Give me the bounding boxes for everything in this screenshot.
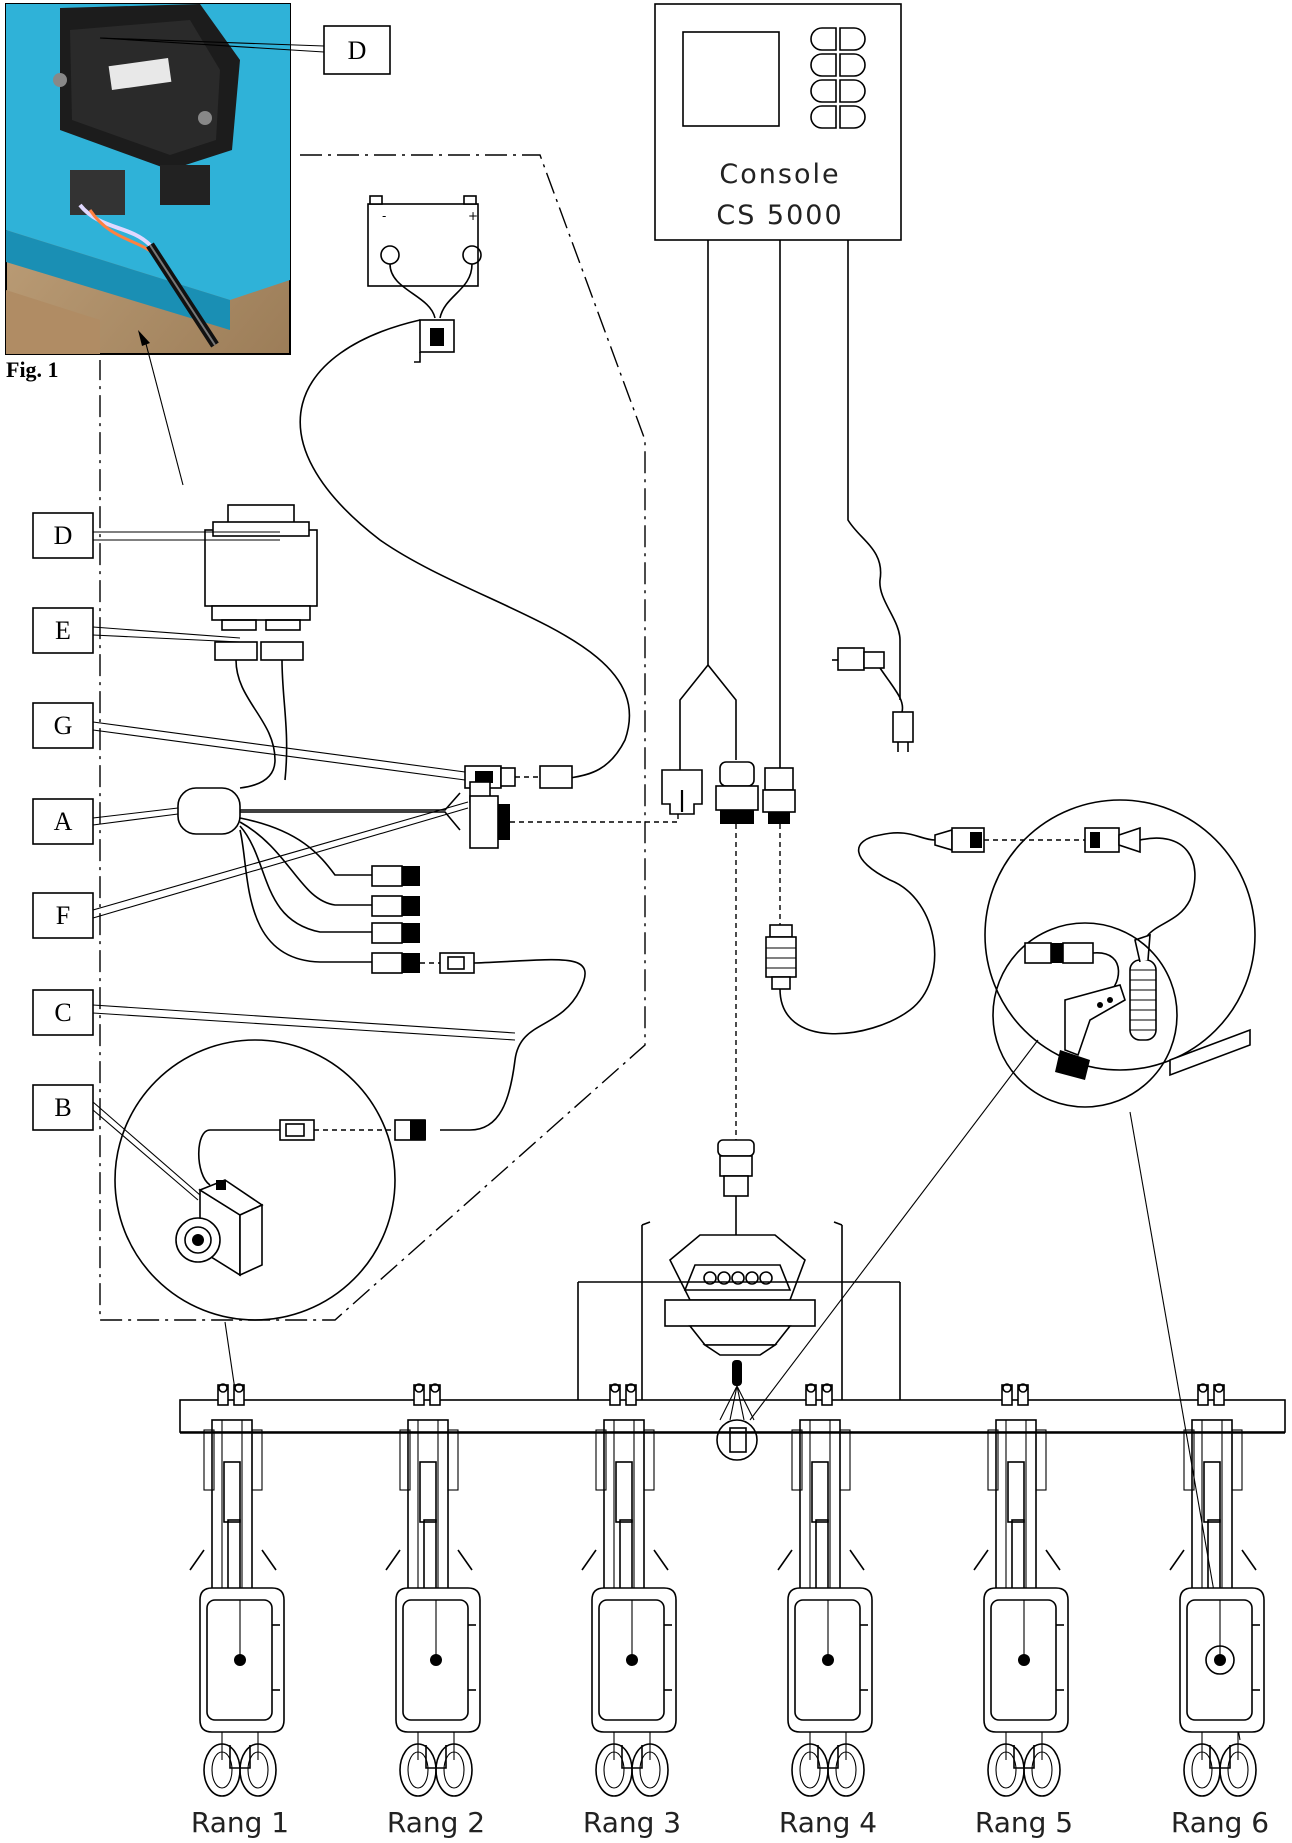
console-model: CS 5000: [716, 200, 843, 231]
label-d: D: [54, 521, 73, 550]
fig-caption: Fig. 1: [6, 357, 59, 382]
label-box-d-photo: [323, 25, 391, 75]
label-g: G: [54, 711, 73, 740]
row-unit: Rang 3: [581, 1383, 681, 1839]
sensor-probe: [765, 824, 1085, 1035]
boundary-outline: [99, 154, 646, 1321]
console-title: Console: [719, 159, 840, 190]
row-unit: Rang 2: [385, 1383, 485, 1839]
harness-junction-a: [177, 787, 241, 835]
connector-f: [469, 781, 679, 849]
central-hub: [577, 824, 901, 1461]
row-label: Rang 3: [583, 1806, 681, 1839]
console-cs5000: Console CS 5000: [654, 3, 902, 241]
label-a: A: [54, 807, 73, 836]
row-units: Rang 1 Rang 2 Rang 3 Rang 4 Rang 5 Rang 6: [189, 1383, 1269, 1839]
console-connectors: [661, 761, 796, 824]
leader-lines: [92, 531, 516, 1201]
sensor-detail-circle: [749, 799, 1256, 1421]
label-f: F: [56, 901, 70, 930]
row-label: Rang 5: [975, 1806, 1073, 1839]
console-buttons: [810, 27, 866, 129]
ecu-module: [204, 504, 318, 661]
label-e: E: [55, 616, 71, 645]
seed-sensor-detail: [992, 922, 1241, 1741]
label-b: B: [54, 1093, 71, 1122]
row-label: Rang 2: [387, 1806, 485, 1839]
battery: - +: [367, 195, 482, 363]
row-label: Rang 4: [779, 1806, 877, 1839]
motor-detail-b: [114, 1039, 426, 1321]
row-unit: Rang 6: [1169, 1383, 1269, 1839]
row-label: Rang 6: [1171, 1806, 1269, 1839]
row-unit: Rang 4: [777, 1383, 877, 1839]
row-unit: Rang 5: [973, 1383, 1073, 1839]
row-unit: Rang 1: [189, 1383, 289, 1839]
branch-connectors: [371, 865, 475, 974]
toolbar-beam: [179, 1399, 1286, 1434]
photo-fig1: [5, 3, 291, 355]
battery-minus: -: [382, 209, 386, 223]
component-labels: D E G A F C B: [32, 512, 94, 1131]
battery-plus: +: [468, 209, 478, 223]
row-label: Rang 1: [191, 1806, 289, 1839]
power-plug: [832, 647, 914, 752]
label-d-photo: D: [348, 36, 367, 65]
label-c: C: [54, 998, 71, 1027]
